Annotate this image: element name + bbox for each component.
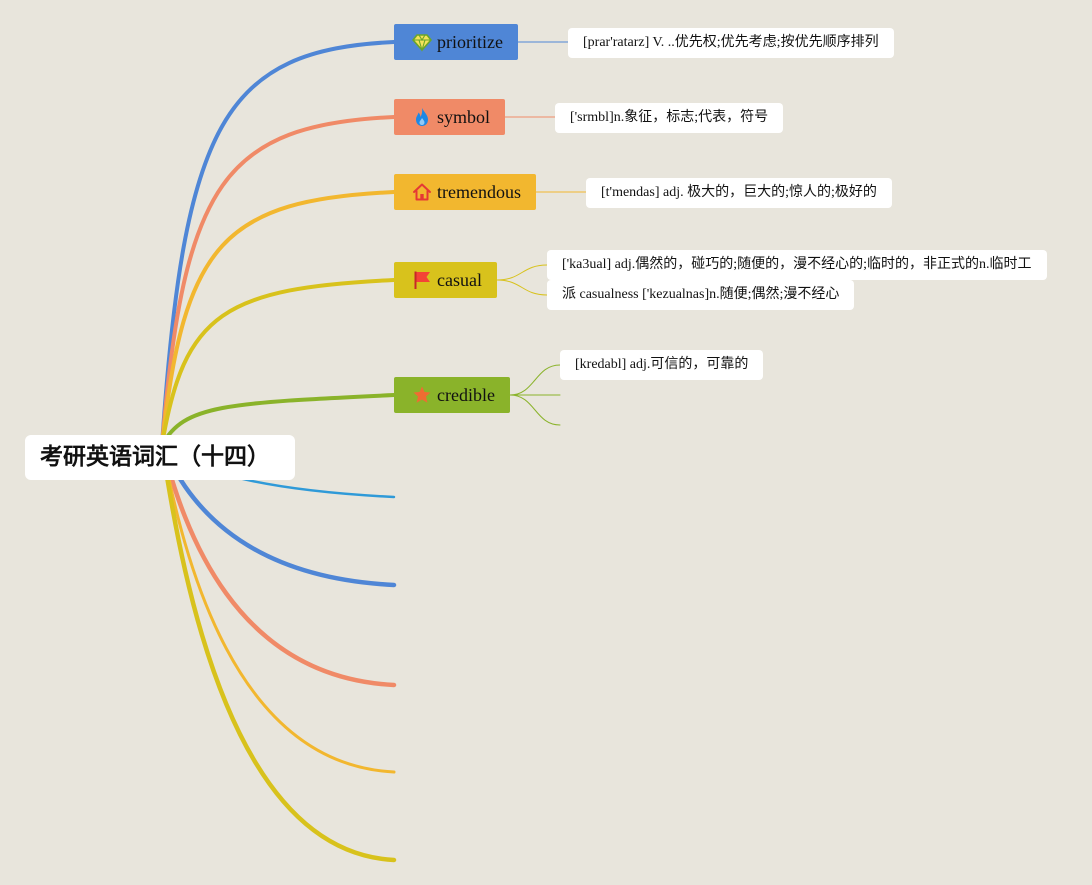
connector-credible-2 [509, 394, 561, 426]
home-icon [411, 181, 433, 203]
topic-label: casual [437, 269, 482, 290]
note-symbol-0[interactable]: ['srmbl]n.象征，标志;代表，符号 [555, 103, 784, 133]
flag-icon [411, 269, 433, 291]
branch-symbol [160, 115, 396, 447]
note-casual-1[interactable]: 派 casualness ['kezualnas]n.随便;偶然;漫不经心 [547, 280, 855, 310]
topic-symbol[interactable]: symbol [394, 99, 505, 135]
topic-prioritize[interactable]: prioritize [394, 24, 518, 60]
branch-casual [160, 278, 396, 447]
branch-credible [160, 393, 396, 447]
topic-label: prioritize [437, 31, 503, 52]
star-icon [411, 384, 433, 406]
connector-casual-1 [496, 279, 548, 296]
note-credible-0[interactable]: [kredabl] adj.可信的，可靠的 [560, 350, 764, 380]
fire-icon [411, 106, 433, 128]
topic-label: credible [437, 384, 495, 405]
note-casual-0[interactable]: ['ka3ual] adj.偶然的，碰巧的;随便的，漫不经心的;临时的，非正式的… [547, 250, 1047, 280]
branch-prioritize [160, 40, 396, 447]
note-tremendous-0[interactable]: [t'mendas] adj. 极大的，巨大的;惊人的;极好的 [586, 178, 892, 208]
branch-empty-3 [160, 443, 396, 774]
root-topic[interactable]: 考研英语词汇（十四） [25, 435, 295, 480]
topic-tremendous[interactable]: tremendous [394, 174, 536, 210]
topic-label: tremendous [437, 181, 521, 202]
topic-casual[interactable]: casual [394, 262, 497, 298]
branch-empty-2 [159, 442, 397, 688]
topic-label: symbol [437, 106, 491, 127]
note-prioritize-0[interactable]: [prar'ratarz] V. ..优先权;优先考虑;按优先顺序排列 [568, 28, 894, 58]
connector-credible-0 [509, 364, 561, 396]
topic-credible[interactable]: credible [394, 377, 510, 413]
connector-casual-0 [496, 264, 548, 281]
diamond-icon [411, 31, 433, 53]
branch-empty-4 [159, 442, 397, 863]
branch-tremendous [160, 190, 396, 447]
